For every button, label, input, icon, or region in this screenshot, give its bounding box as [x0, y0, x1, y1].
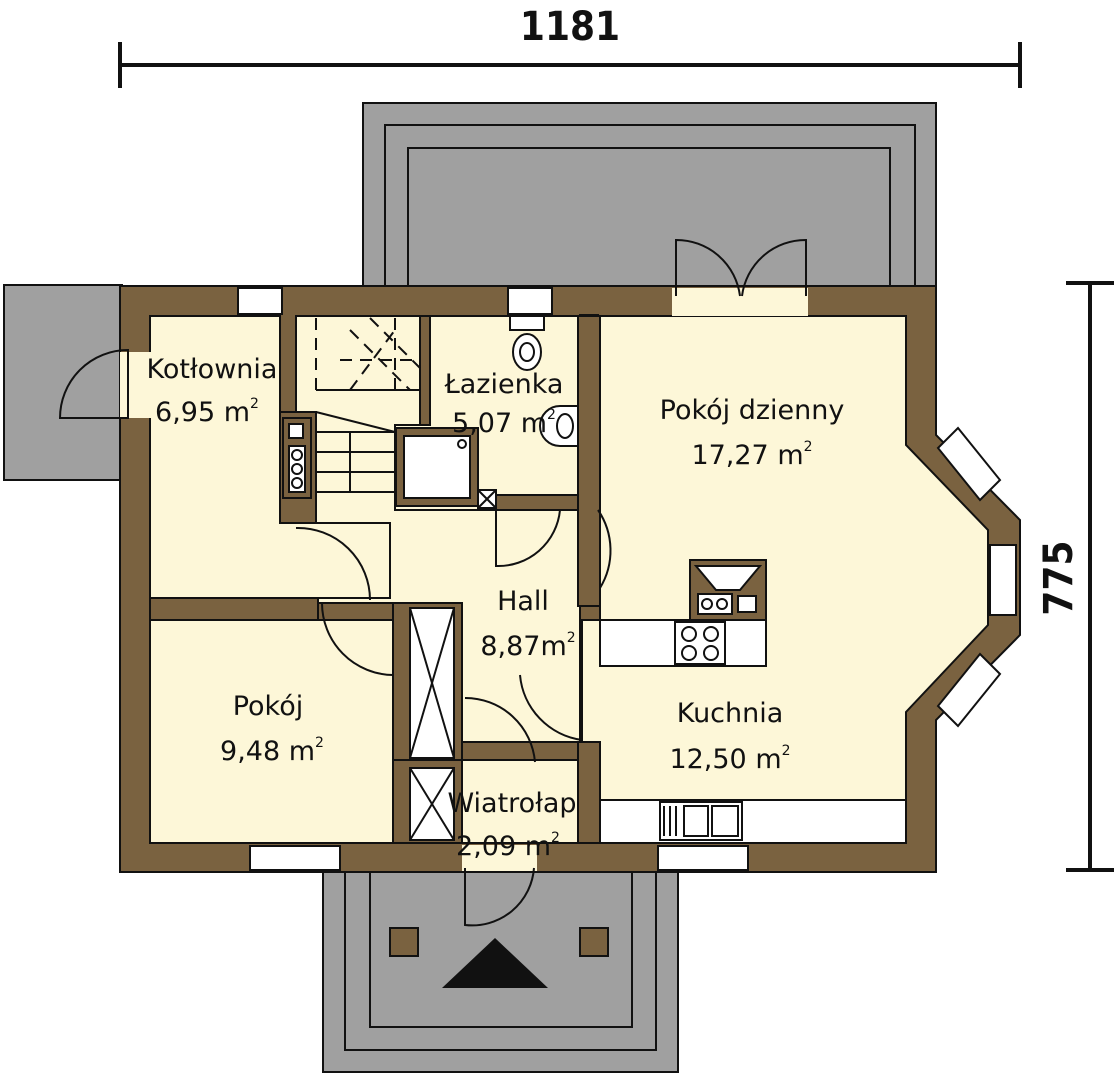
toilet-tank [509, 315, 545, 331]
range-hood-icon [693, 565, 763, 591]
kitchen-counter [599, 799, 907, 844]
front-porch [322, 869, 679, 1073]
area: 17,27 m2 [691, 439, 812, 471]
svg-text:Hall: Hall [497, 586, 549, 617]
hall-closets [409, 607, 455, 841]
area: 12,50 m2 [669, 743, 790, 775]
svg-text:Kuchnia: Kuchnia [677, 698, 784, 729]
porch-pillar [579, 927, 609, 957]
internal-doors [295, 509, 612, 763]
window [657, 845, 749, 871]
entrance-arrow-icon [442, 938, 548, 988]
window [936, 652, 1002, 728]
bathroom-fixtures [395, 315, 579, 509]
svg-text:Pokój: Pokój [233, 691, 304, 722]
area: 5,07 m2 [452, 407, 556, 439]
window [936, 426, 1002, 502]
toilet-icon [512, 333, 542, 371]
width-dimension-label: 1181 [520, 4, 620, 50]
width-dimension: 1181 [118, 4, 1022, 88]
room-label-pokoj-dzienny: Pokój dzienny 17,27 m2 [660, 395, 845, 471]
porch-pillar [389, 927, 419, 957]
side-porch [3, 284, 123, 481]
room-label-wiatrolap: Wiatrołap 2,09 m2 [447, 788, 576, 862]
room-label-kotlownia: Kotłownia 6,95 m2 [147, 354, 278, 428]
room-label-pokoj: Pokój 9,48 m2 [220, 691, 324, 767]
svg-text:Kotłownia: Kotłownia [147, 354, 278, 385]
window [237, 287, 283, 315]
rear-terrace [362, 102, 937, 291]
room-floors [149, 314, 989, 844]
window [989, 544, 1017, 616]
boiler [282, 417, 312, 499]
window [507, 287, 553, 315]
area: 9,48 m2 [220, 735, 324, 767]
shower-tray [403, 435, 471, 499]
depth-dimension-label: 775 [1036, 540, 1082, 615]
area: 8,87m2 [480, 630, 575, 662]
entrance-door [462, 845, 537, 927]
room-label-lazienka: Łazienka 5,07 m2 [444, 369, 564, 439]
depth-dimension: 775 [1036, 281, 1114, 872]
kitchen-fixtures [599, 559, 907, 844]
windows [237, 287, 1017, 871]
room-label-kuchnia: Kuchnia 12,50 m2 [669, 698, 790, 775]
area: 6,95 m2 [155, 396, 259, 428]
svg-text:Pokój dzienny: Pokój dzienny [660, 395, 845, 426]
cooktop-icon [674, 621, 726, 665]
area: 2,09 m2 [456, 830, 560, 862]
staircase [315, 317, 421, 493]
side-door [58, 348, 152, 419]
window [249, 845, 341, 871]
terrace-double-door [672, 238, 808, 316]
svg-text:Wiatrołap: Wiatrołap [447, 788, 576, 819]
sink-icon [659, 801, 743, 841]
svg-text:Łazienka: Łazienka [444, 369, 564, 400]
room-label-hall: Hall 8,87m2 [480, 586, 575, 662]
floor-pokoj [149, 619, 394, 844]
